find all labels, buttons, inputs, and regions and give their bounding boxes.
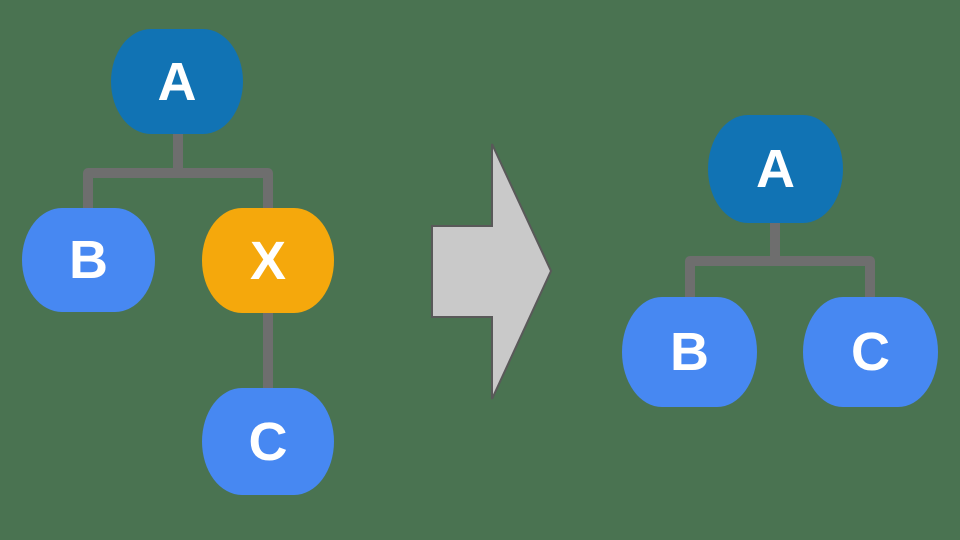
node-a-before: A (111, 29, 243, 134)
node-a-after: A (708, 115, 843, 223)
edge-after-a-c (770, 223, 875, 298)
node-c-after: C (803, 297, 938, 407)
node-x-before: X (202, 208, 334, 313)
node-c-before: C (202, 388, 334, 495)
edge-before-a-b (83, 134, 183, 209)
node-b-after: B (622, 297, 757, 407)
edge-after-a-b (685, 223, 780, 298)
right-block-arrow-icon (431, 143, 553, 400)
node-b-before: B (22, 208, 155, 312)
edge-before-a-x (173, 134, 273, 209)
